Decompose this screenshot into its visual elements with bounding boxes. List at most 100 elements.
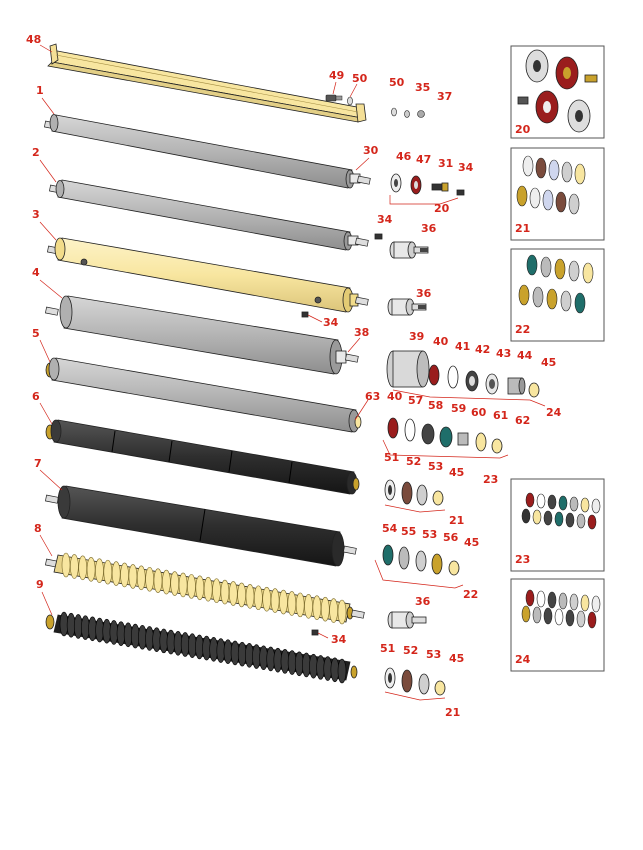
part-detail [337, 599, 347, 625]
nut-45b [432, 490, 444, 506]
spacer-36c [387, 611, 427, 629]
callout-22: 22 [463, 588, 478, 601]
set-screw-34a [456, 189, 465, 196]
part-detail [532, 606, 542, 624]
roller-5 [45, 357, 362, 433]
callout-52: 52 [403, 644, 418, 657]
ring-41 [447, 365, 459, 389]
part-detail [337, 658, 347, 684]
part-detail [576, 513, 586, 529]
callout-21: 21 [449, 514, 464, 527]
part-detail [312, 595, 322, 621]
seal-40a [428, 364, 440, 386]
part-detail [228, 581, 238, 606]
part-detail [295, 592, 305, 618]
part-detail [591, 595, 601, 613]
part-detail [109, 620, 119, 645]
part-detail [280, 649, 290, 674]
spacer-36b [387, 298, 427, 316]
callout-45: 45 [541, 356, 556, 369]
part-detail [287, 650, 297, 675]
callout-51: 51 [384, 451, 399, 464]
callout-38: 38 [354, 326, 369, 339]
part-detail [138, 624, 147, 650]
part-detail [273, 647, 283, 673]
part-detail [223, 639, 233, 665]
callout-23: 23 [483, 473, 498, 486]
callout-39: 39 [409, 330, 424, 343]
callout-7: 7 [34, 457, 42, 470]
part-detail [302, 652, 311, 678]
part-detail [522, 155, 534, 177]
callout-49: 49 [329, 69, 344, 82]
part-detail [547, 591, 557, 609]
seal-56 [431, 553, 443, 575]
set-screw-34b [374, 233, 383, 240]
nut-45d [434, 680, 446, 696]
part-detail [574, 163, 586, 185]
part-detail [123, 622, 133, 648]
callout-36: 36 [421, 222, 437, 235]
part-detail [279, 589, 288, 615]
callout-60: 60 [471, 406, 487, 419]
part-detail [591, 498, 601, 514]
part-detail [561, 161, 573, 183]
spacer-60 [457, 432, 469, 446]
callout-55: 55 [401, 525, 416, 538]
part-detail [536, 590, 546, 608]
part-detail [245, 584, 255, 609]
callout-21: 21 [445, 706, 460, 719]
part-detail [565, 512, 575, 528]
callout-35: 35 [415, 81, 430, 94]
part-detail [580, 497, 590, 513]
part-detail [95, 558, 104, 583]
callout-6: 6 [32, 390, 40, 403]
part-detail [518, 284, 530, 306]
part-detail [252, 644, 261, 669]
part-detail [532, 286, 544, 308]
part-detail [216, 638, 226, 663]
part-detail [220, 579, 230, 605]
part-detail [554, 511, 564, 527]
callout-34: 34 [458, 161, 474, 174]
part-detail [88, 616, 97, 642]
part-detail [294, 651, 304, 677]
callout-50: 50 [352, 72, 368, 85]
part-detail [59, 611, 69, 637]
callout-45: 45 [449, 652, 464, 665]
kit-label-22: 22 [515, 323, 530, 336]
part-detail [203, 576, 213, 602]
nut-62 [491, 438, 503, 454]
part-detail [309, 653, 318, 679]
callout-63: 63 [365, 390, 380, 403]
bracket-screw [325, 94, 343, 102]
part-detail [582, 262, 594, 284]
part-detail [532, 509, 542, 525]
part-detail [212, 578, 221, 603]
callout-36: 36 [416, 287, 432, 300]
nut-45a [528, 382, 540, 398]
part-detail [526, 254, 538, 276]
part-detail [569, 593, 579, 611]
part-detail [102, 618, 112, 644]
part-detail [187, 574, 196, 599]
seal-59 [439, 426, 453, 448]
roller-2 [49, 179, 369, 251]
kit-label-24: 24 [515, 653, 531, 666]
cup-53c [418, 673, 430, 695]
part-detail [209, 637, 218, 662]
set-screw-34d [311, 629, 319, 636]
callout-53: 53 [428, 460, 443, 473]
callout-56: 56 [443, 531, 459, 544]
callout-5: 5 [32, 327, 40, 340]
part-detail [587, 611, 597, 629]
part-detail [195, 575, 205, 601]
part-detail [152, 627, 161, 652]
callout-24: 24 [546, 406, 562, 419]
seal-40b [387, 417, 399, 439]
callout-34: 34 [331, 633, 347, 646]
callout-40: 40 [387, 390, 403, 403]
part-detail [111, 561, 121, 586]
part-detail [178, 572, 188, 598]
